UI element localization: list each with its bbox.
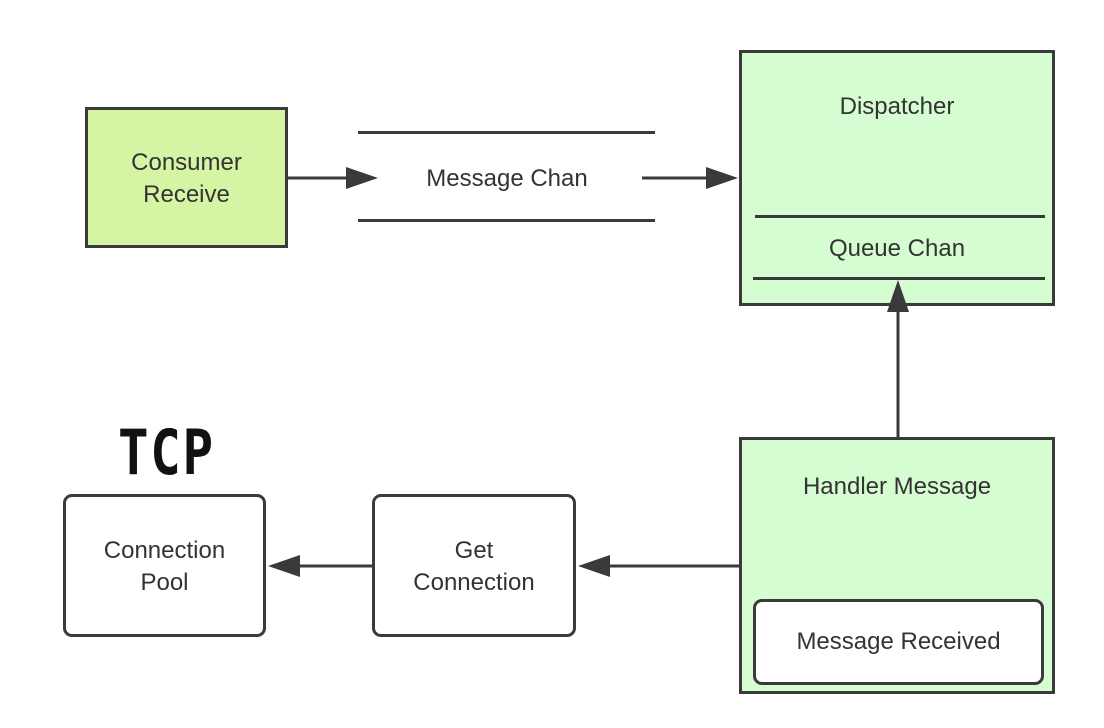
- message-chan-label: Message Chan: [426, 165, 588, 192]
- dispatcher-node: Dispatcher Queue Chan: [739, 50, 1055, 306]
- connection-pool-line2: Pool: [140, 569, 189, 596]
- message-chan-bottom-line: [358, 219, 655, 222]
- connection-pool-node: Connection Pool: [63, 494, 266, 637]
- get-connection-line1: Get: [454, 537, 494, 564]
- queue-chan-bottom-line: [753, 277, 1045, 280]
- connection-pool-label: Connection Pool: [66, 535, 263, 599]
- arrowhead-getconn: [578, 555, 610, 577]
- get-connection-label: Get Connection: [375, 535, 573, 599]
- connection-pool-line1: Connection: [103, 537, 226, 564]
- queue-chan-top-line: [755, 215, 1045, 218]
- dispatcher-title: Dispatcher: [839, 93, 955, 120]
- arrowhead-dispatcher: [706, 167, 738, 189]
- consumer-receive-label: Consumer Receive: [88, 147, 285, 211]
- arrowhead-queue: [887, 280, 909, 312]
- get-connection-line2: Connection: [413, 569, 535, 596]
- get-connection-node: Get Connection: [372, 494, 576, 637]
- arrowhead-chan: [346, 167, 378, 189]
- handler-message-node: Handler Message Message Received: [739, 437, 1055, 694]
- consumer-receive-line2: Receive: [143, 181, 230, 208]
- consumer-receive-node: Consumer Receive: [85, 107, 288, 248]
- message-received-node: Message Received: [753, 599, 1044, 685]
- consumer-receive-line1: Consumer: [131, 149, 242, 176]
- queue-chan-label: Queue Chan: [828, 235, 966, 262]
- message-chan-top-line: [358, 131, 655, 134]
- message-received-label: Message Received: [796, 628, 1001, 655]
- handler-message-title: Handler Message: [802, 473, 992, 500]
- tcp-label: TCP: [118, 416, 215, 489]
- arrowhead-pool: [268, 555, 300, 577]
